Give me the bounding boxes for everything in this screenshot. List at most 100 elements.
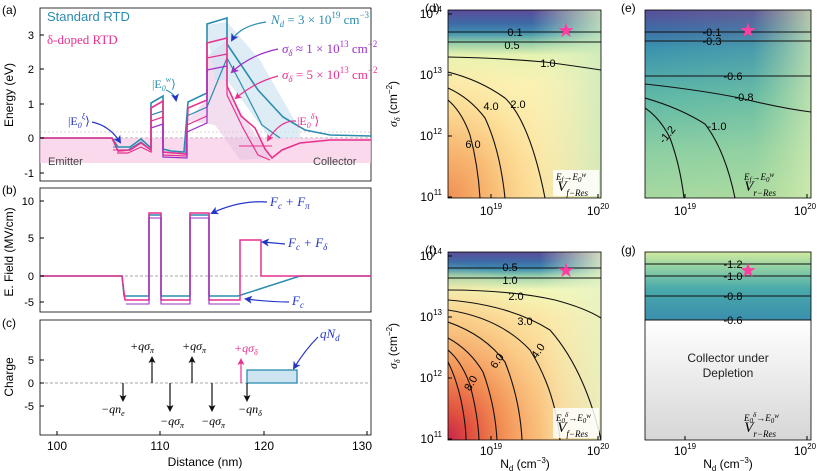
panel-e-frame [644, 9, 812, 199]
efield-ann3-arrow [244, 295, 290, 304]
panel-d: 0.1 0.5 1.0 2.0 4.0 6.0 (d) ★ Vf−ResEf→E… [425, 1, 602, 199]
panel-c-ytick: -5 [24, 401, 34, 413]
contour-label-f: 0.5 [502, 262, 517, 274]
panel-a-yticks: -1 0 1 2 3 [24, 30, 44, 180]
q-sp2-label: +qσπ [182, 339, 207, 355]
contour-label-f: 1.0 [502, 275, 517, 287]
panel-a-label: (a) [2, 3, 17, 17]
panel-c-xlabel: Distance (nm) [168, 455, 243, 469]
depletion-label-2: Depletion [703, 366, 754, 380]
star-marker: ★ [739, 260, 757, 282]
contour-label-d: 6.0 [465, 139, 480, 151]
panel-d-field-fade [448, 10, 601, 198]
efield-mid [126, 217, 240, 305]
contour-e [645, 107, 685, 198]
sigma2-arrow [234, 75, 279, 100]
efield-ann2-arrow [261, 238, 286, 247]
panel-b: -5 0 5 10 E. Field (MV/cm) (b) Fc + Fπ F… [2, 183, 372, 313]
panel-c: −qne +qσπ −qσπ +qσπ −qσπ +qσδ −qnδ qNd -… [2, 316, 372, 469]
ylabel-f: σδ (cm−2) [385, 323, 402, 369]
contour-label-g: -0.6 [724, 315, 743, 327]
panel-b-yticks: -5 0 5 10 [22, 196, 44, 309]
panel-b-ytick: 0 [28, 271, 34, 283]
panel-g-vlabel: Vr−ResE0δ→E0w [743, 411, 779, 439]
panel-c-xtick: 120 [254, 439, 274, 453]
panel-c-ylabel: Charge [2, 357, 16, 397]
contour-f [448, 361, 467, 440]
star-marker: ★ [557, 20, 575, 42]
legend-delta: δ-doped RTD [47, 32, 118, 47]
panel-e-vlabel: Vr−ResEf→E0w [743, 171, 776, 198]
panel-b-ytick: 5 [28, 233, 34, 245]
xtick-g: 1020 [794, 442, 817, 458]
xtick-d: 1019 [480, 202, 503, 218]
panel-f-vlabel-bg [553, 408, 599, 438]
panel-d-frame [447, 9, 602, 199]
efield-standard [40, 214, 371, 297]
panel-a: -1 0 1 2 3 Energy (eV) (a) Standard RTD … [2, 3, 378, 182]
ed-label: |E0δ⟩ [297, 112, 319, 130]
panel-d-vlabel-bg [553, 170, 599, 196]
contour-e [645, 97, 736, 198]
ytick-f: 1014 [420, 247, 443, 263]
ytick-d: 1011 [420, 188, 442, 204]
efield-ann3: Fc [291, 293, 304, 310]
panel-a-ytick: 0 [28, 133, 34, 145]
contour-d [448, 56, 601, 71]
sigma1-arrow [230, 48, 279, 74]
sigma1-annotation: σδ ≈ 1 × 1013 cm−2 [282, 39, 377, 58]
legend-standard: Standard RTD [47, 9, 130, 24]
ytick-d: 1012 [420, 127, 443, 143]
contour-f [448, 289, 601, 319]
panel-a-ytick: 1 [28, 99, 34, 111]
contour-f [448, 321, 523, 440]
panel-c-label: (c) [2, 316, 16, 330]
ylabel-d: σδ (cm−2) [385, 81, 402, 127]
ew-label: |E0w⟩ [152, 75, 176, 93]
q-sp1-label: +qσπ [130, 339, 155, 355]
contour-label-g: -0.8 [724, 291, 743, 303]
panel-f-label: (f) [425, 243, 436, 257]
nd-annotation: Nd = 3 × 1019 cm−3 [270, 10, 370, 29]
q-nd-label: qNd [320, 326, 340, 343]
panel-b-ylabel: E. Field (MV/cm) [2, 207, 16, 296]
contour-d [448, 87, 506, 198]
efield-ann1: Fc + Fπ [269, 194, 310, 211]
panel-a-frame [39, 7, 372, 182]
delta-rtd-curve-3 [150, 65, 228, 159]
depletion-label-1: Collector under [687, 351, 768, 365]
emitter-label: Emitter [48, 156, 83, 168]
ed-arrow [266, 120, 297, 142]
contour-d [448, 99, 481, 198]
panel-b-ytick: 10 [22, 196, 34, 208]
panel-f-yticks: 1011 1012 1013 1014 [420, 247, 452, 446]
q-nd-minus-label: −qnδ [238, 402, 262, 418]
panel-d-yticks: 1011 1012 1013 1014 [420, 5, 452, 204]
contour-label-e: -1.0 [708, 121, 727, 133]
xtick-e: 1020 [794, 202, 817, 218]
contour-d [448, 71, 546, 198]
xtick-f: 1019 [480, 442, 503, 458]
standard-rtd-curve [40, 16, 372, 153]
nd-arrow [231, 21, 267, 42]
contour-label-e: -0.3 [703, 36, 722, 48]
contour-label-d: 1.0 [540, 58, 555, 70]
contour-label-g: -1.2 [724, 259, 743, 271]
contour-label-e: -0.1 [703, 27, 722, 39]
q-mp1-label: −qσπ [160, 414, 185, 430]
q-mp2-label: −qσπ [201, 414, 226, 430]
panel-a-ytick: -1 [24, 168, 34, 180]
panel-g-depletion [645, 320, 811, 440]
panel-b-label: (b) [2, 183, 17, 197]
panel-g-frame [644, 251, 812, 441]
panel-c-yticks: -5 0 5 [24, 355, 44, 413]
contour-label-e: -0.8 [735, 92, 754, 104]
star-marker: ★ [557, 260, 575, 282]
panel-a-ylabel: Energy (eV) [2, 63, 16, 127]
contour-label-e: -0.6 [724, 71, 743, 83]
contour-f [448, 299, 601, 440]
q-sd-label: +qσδ [234, 341, 258, 357]
contour-label-d: 2.0 [510, 99, 525, 111]
delta-valence-fill [40, 138, 371, 163]
